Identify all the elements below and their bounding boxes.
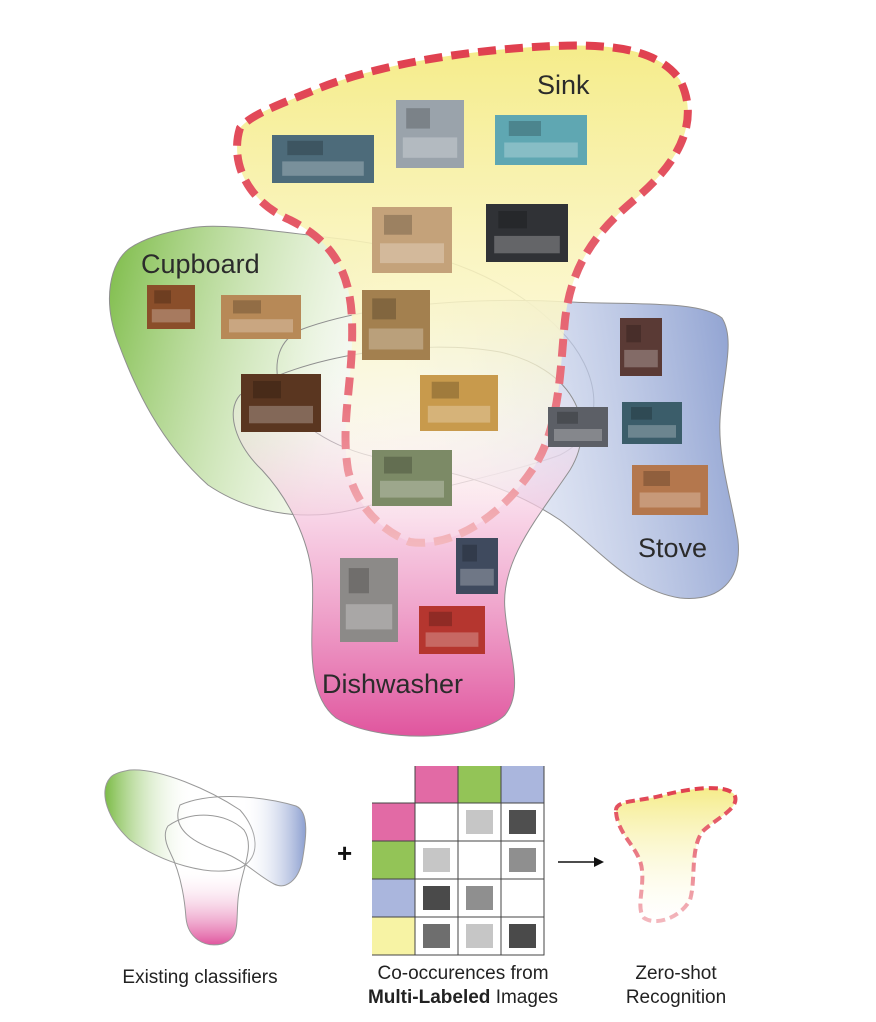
stove-label: Stove <box>638 533 707 563</box>
existing-classifiers-diagram <box>104 769 307 946</box>
matrix-cell-value <box>466 886 493 910</box>
matrix-cell <box>500 878 545 918</box>
sink-photo <box>495 115 587 165</box>
matrix-cell <box>414 802 459 842</box>
cooccurrence-line1: Co-occurences from <box>377 963 549 984</box>
matrix-cell-value <box>466 924 493 948</box>
cupboard-photo <box>221 295 301 339</box>
cooccurrence-rest: Images <box>490 987 559 1008</box>
dishwasher-photo <box>340 558 398 642</box>
stove-photo <box>620 318 662 376</box>
cupboard-label: Cupboard <box>141 249 260 279</box>
dishwasher-label: Dishwasher <box>322 669 463 699</box>
sink-photo <box>372 207 452 273</box>
cupboard-photo <box>241 374 321 432</box>
matrix-cell-value <box>423 848 450 872</box>
caption-cooccurrences: Co-occurences from Multi-Labeled Images <box>318 962 608 1010</box>
kitchen-photo <box>362 290 430 360</box>
matrix-cell-value <box>509 924 536 948</box>
caption-existing-classifiers: Existing classifiers <box>90 966 310 990</box>
matrix-column-header <box>415 766 458 803</box>
matrix-column-header <box>458 766 501 803</box>
photo-thumbnails <box>147 100 708 654</box>
kitchen-photo <box>372 450 452 506</box>
sink-photo <box>272 135 374 183</box>
zero-shot-line2: Recognition <box>625 987 727 1008</box>
sink-label: Sink <box>537 70 590 100</box>
matrix-row-header <box>372 917 415 955</box>
zero-shot-line1: Zero-shot <box>635 963 717 984</box>
matrix-row-header <box>372 879 415 917</box>
small-dishwasher-region <box>164 814 249 946</box>
kitchen-photo <box>420 375 498 431</box>
dishwasher-photo <box>419 606 485 654</box>
matrix-row-header <box>372 841 415 879</box>
matrix-row-header <box>372 803 415 841</box>
arrow <box>558 857 604 867</box>
matrix-cell-value <box>423 924 450 948</box>
matrix-cell-value <box>466 810 493 834</box>
sink-photo <box>396 100 464 168</box>
matrix-cell-value <box>509 810 536 834</box>
sink-photo <box>486 204 568 262</box>
caption-zero-shot: Zero-shot Recognition <box>596 962 756 1010</box>
cooccurrence-bold: Multi-Labeled <box>367 987 491 1008</box>
main-diagram: Sink Cupboard Stove Dishwasher <box>108 41 739 737</box>
plus-sign: + <box>337 838 352 868</box>
matrix-cell-value <box>423 886 450 910</box>
stove-photo <box>622 402 682 444</box>
matrix-cell <box>457 840 502 880</box>
cooccurrence-matrix <box>372 766 545 956</box>
matrix-column-header <box>501 766 544 803</box>
matrix-grid-lines <box>372 766 545 956</box>
stove-photo <box>548 407 608 447</box>
zero-shot-sink-region <box>614 786 738 924</box>
stove-photo <box>632 465 708 515</box>
matrix-cell-value <box>509 848 536 872</box>
dishwasher-photo <box>456 538 498 594</box>
existing-classifiers-text: Existing classifiers <box>122 967 278 988</box>
cupboard-photo <box>147 285 195 329</box>
